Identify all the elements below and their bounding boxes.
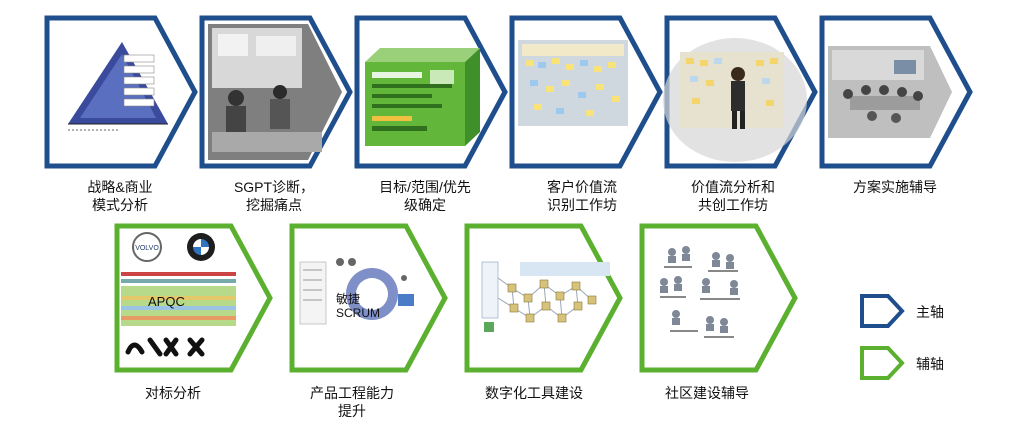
main-step-4-label: 客户价值流 识别工作坊: [547, 179, 617, 213]
aux-step-4: [639, 223, 798, 373]
org-chart-icon: [660, 246, 740, 338]
aux-step-2: [289, 223, 448, 373]
pyramid-icon: [68, 42, 168, 131]
main-step-3: [354, 15, 508, 169]
legend-aux-label: 辅轴: [916, 356, 944, 372]
conference-room-icon: [828, 46, 952, 138]
aux-step-1-label: 对标分析: [145, 385, 201, 401]
main-step-6: [819, 15, 973, 169]
main-step-5: [663, 15, 818, 169]
main-step-4: [509, 15, 663, 169]
main-step-6-label: 方案实施辅导: [853, 179, 937, 195]
apqc-overlay: APQC: [148, 294, 185, 309]
legend-main-label: 主轴: [916, 304, 944, 320]
cube-board-icon: [365, 48, 480, 146]
main-step-2-label: SGPT诊断， 挖掘痛点: [233, 179, 315, 213]
aux-step-3-label: 数字化工具建设: [485, 385, 583, 401]
meeting-photo-icon: [208, 24, 342, 160]
aux-step-3: [464, 223, 623, 373]
main-step-3-label: 目标/范围/优先 级确定: [379, 179, 471, 213]
aux-step-2-label: 产品工程能力 提升: [310, 385, 394, 419]
benchmark-logos-icon: VOLVO: [121, 232, 236, 357]
scrum-cycle-icon: [299, 258, 414, 325]
main-step-1: [44, 15, 198, 169]
volvo-logo: VOLVO: [135, 245, 159, 252]
legend-main-swatch: [860, 294, 905, 328]
scrum-overlay: 敏捷 SCRUM: [336, 292, 380, 320]
presenter-wall-icon: [663, 38, 807, 162]
main-step-5-label: 价值流分析和 共创工作坊: [691, 179, 775, 213]
aux-step-4-label: 社区建设辅导: [665, 385, 749, 401]
main-step-1-label: 战略&商业 模式分析: [87, 179, 153, 213]
main-step-2: [199, 15, 353, 169]
legend-aux-swatch: [860, 346, 905, 380]
sticky-wall-icon: [518, 40, 628, 126]
aux-step-1: VOLVO: [114, 223, 273, 373]
network-diagram-icon: [481, 261, 610, 332]
